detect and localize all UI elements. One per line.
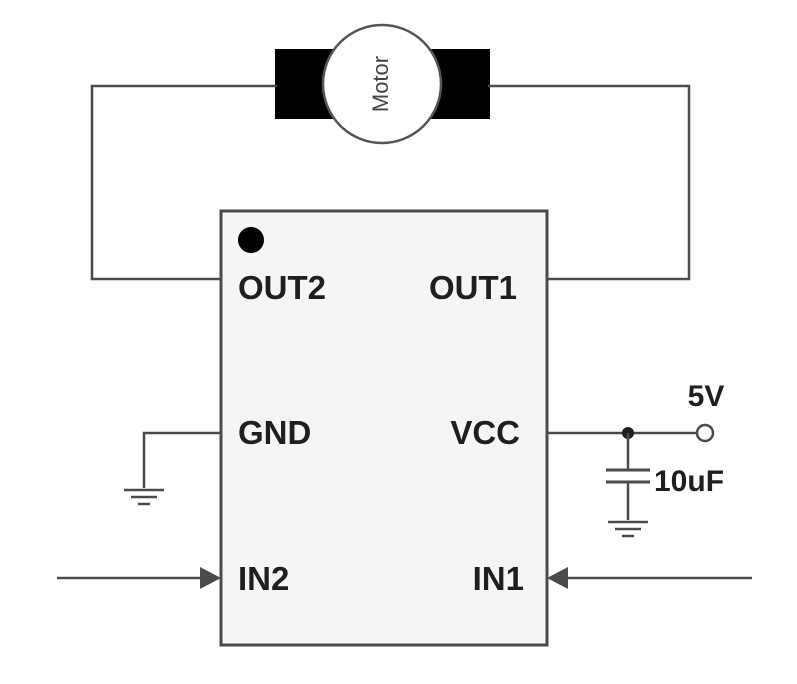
driver-chip <box>219 209 549 647</box>
pin-label-gnd: GND <box>238 414 311 451</box>
capacitor <box>606 433 650 520</box>
wire-out1-motor <box>488 84 691 281</box>
pin-label-in1: IN1 <box>473 560 524 597</box>
arrow-in2-icon <box>200 567 221 589</box>
arrow-in1-icon <box>547 567 568 589</box>
motor-rotor <box>321 23 443 145</box>
pin-label-out1: OUT1 <box>429 269 517 306</box>
ground-symbol-gnd <box>124 488 164 506</box>
motor-label: Motor <box>368 56 393 112</box>
motor: Motor <box>275 23 490 145</box>
pin-label-vcc: VCC <box>450 414 520 451</box>
ground-symbol-capacitor <box>608 520 648 538</box>
capacitor-value-label: 10uF <box>654 465 724 498</box>
supply-voltage-label: 5V <box>688 380 725 413</box>
pin1-marker-dot <box>238 227 264 253</box>
wire-out2-motor <box>90 84 277 281</box>
pin-label-in2: IN2 <box>238 560 289 597</box>
wire-gnd <box>142 431 221 488</box>
supply-terminal <box>695 423 715 443</box>
pin-label-out2: OUT2 <box>238 269 326 306</box>
